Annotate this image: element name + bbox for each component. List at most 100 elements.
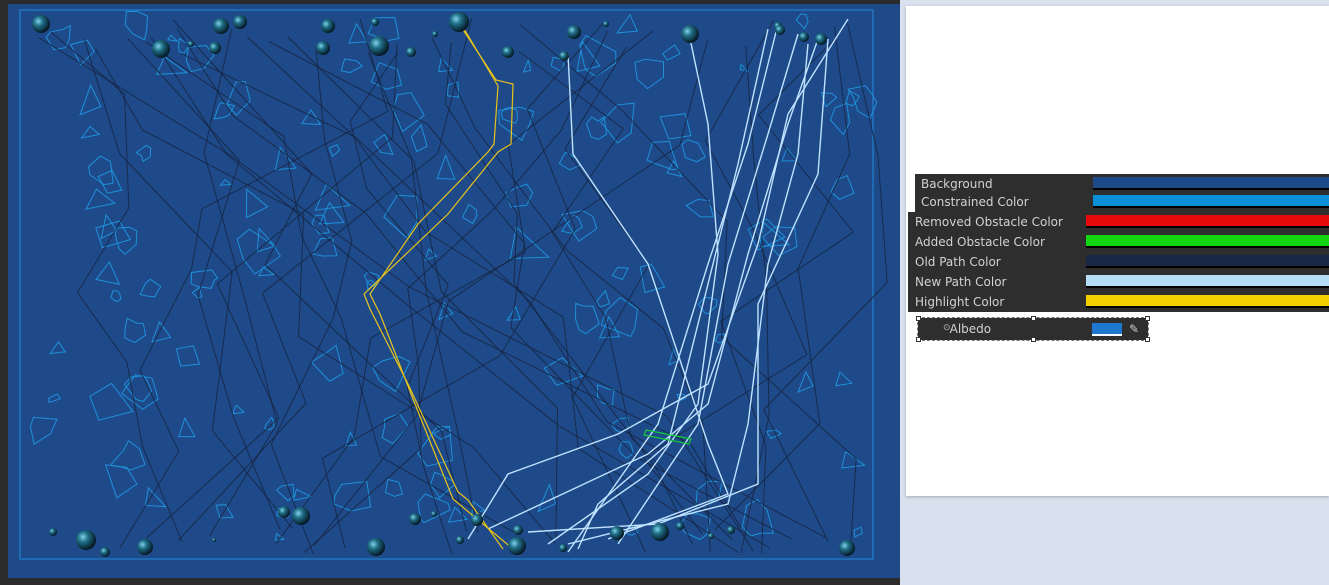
obstacle-polygon bbox=[668, 348, 679, 366]
obstacle-polygon bbox=[151, 320, 172, 343]
waypoint-sphere bbox=[449, 12, 469, 32]
obstacle-polygon bbox=[114, 226, 138, 255]
waypoint-sphere bbox=[233, 15, 247, 29]
removed-obstacle-color-row[interactable]: Removed Obstacle Color bbox=[908, 212, 1329, 232]
new-path-line bbox=[547, 28, 719, 545]
waypoint-sphere bbox=[775, 25, 785, 35]
obstacle-polygon bbox=[178, 37, 190, 55]
obstacle-polygon bbox=[80, 125, 101, 139]
old-path-line bbox=[178, 17, 473, 541]
old-path-line bbox=[740, 45, 770, 554]
waypoint-sphere bbox=[209, 42, 221, 54]
obstacle-polygon bbox=[167, 34, 179, 42]
old-path-line bbox=[127, 38, 281, 530]
obstacle-polygon bbox=[110, 290, 122, 303]
eyedropper-icon[interactable]: ✎ bbox=[1128, 322, 1140, 336]
new-path-line bbox=[527, 38, 829, 533]
obstacle-polygon bbox=[436, 153, 456, 180]
obstacle-polygon bbox=[373, 133, 394, 156]
obstacle-polygon bbox=[853, 526, 863, 538]
albedo-row[interactable]: ⊙ Albedo ✎ bbox=[916, 316, 1150, 342]
highlight-color-row[interactable]: Highlight Color bbox=[908, 292, 1329, 312]
resize-handle[interactable] bbox=[1031, 337, 1036, 342]
waypoint-sphere bbox=[212, 538, 216, 542]
resize-handle[interactable] bbox=[916, 337, 921, 342]
highlight-color-swatch[interactable] bbox=[1086, 295, 1329, 308]
waypoint-sphere bbox=[839, 540, 855, 556]
waypoint-sphere bbox=[559, 51, 569, 61]
highlight-path-line bbox=[363, 21, 514, 550]
waypoint-sphere bbox=[100, 547, 110, 557]
obstacle-polygon bbox=[328, 144, 341, 158]
resize-handle[interactable] bbox=[1031, 316, 1036, 321]
new-path-color-row[interactable]: New Path Color bbox=[908, 272, 1329, 292]
constrained-color-row[interactable]: Constrained Color bbox=[915, 192, 1329, 212]
resize-handle[interactable] bbox=[1145, 316, 1150, 321]
obstacle-polygon bbox=[95, 220, 132, 249]
waypoint-sphere bbox=[815, 33, 827, 45]
old-path-color-row[interactable]: Old Path Color bbox=[908, 252, 1329, 272]
resize-handle[interactable] bbox=[1145, 337, 1150, 342]
obstacle-polygon bbox=[144, 486, 167, 508]
removed-obstacle-color-swatch[interactable] bbox=[1086, 215, 1329, 228]
obstacle-polygon bbox=[431, 425, 452, 440]
obstacle-polygon bbox=[264, 416, 275, 431]
resize-handle[interactable] bbox=[916, 316, 921, 321]
waypoint-sphere bbox=[559, 544, 567, 552]
highlight-path bbox=[363, 21, 514, 550]
path-scene-canvas[interactable] bbox=[8, 4, 900, 578]
obstacle-polygon bbox=[89, 382, 134, 421]
obstacle-polygon bbox=[461, 203, 478, 225]
obstacle-polygon bbox=[634, 58, 664, 90]
old-path-line bbox=[268, 41, 793, 540]
obstacle-polygon bbox=[576, 40, 601, 73]
old-path-color-swatch[interactable] bbox=[1086, 255, 1329, 268]
new-path-color-swatch[interactable] bbox=[1086, 275, 1329, 288]
obstacle-polygon bbox=[219, 178, 232, 186]
albedo-color-swatch[interactable] bbox=[1092, 323, 1122, 336]
old-path-line bbox=[321, 23, 604, 549]
obstacle-polygon bbox=[392, 91, 425, 133]
obstacle-polygon bbox=[561, 210, 598, 242]
added-obstacle bbox=[643, 429, 692, 445]
waypoint-sphere bbox=[321, 19, 335, 33]
obstacle-polygon bbox=[29, 416, 58, 446]
waypoint-sphere bbox=[76, 530, 96, 550]
new-path-line bbox=[577, 28, 769, 550]
old-path-line bbox=[270, 46, 353, 555]
obstacle-polygon bbox=[385, 478, 404, 497]
obstacle-polygon bbox=[245, 188, 269, 219]
obstacle-polygon bbox=[124, 317, 147, 344]
obstacle-polygon bbox=[311, 214, 330, 235]
old-path-line bbox=[39, 37, 771, 549]
added-obstacle-color-swatch[interactable] bbox=[1086, 235, 1329, 248]
background-color-label: Background bbox=[921, 177, 993, 191]
background-color-row[interactable]: Background bbox=[915, 174, 1329, 192]
obstacle-polygon bbox=[370, 62, 403, 90]
obstacle-polygon bbox=[765, 429, 783, 440]
old-path-line bbox=[275, 30, 654, 544]
obstacle-polygon bbox=[213, 102, 235, 120]
old-path-line bbox=[287, 36, 559, 540]
obstacle-polygon bbox=[109, 439, 146, 471]
waypoint-sphere bbox=[502, 46, 514, 58]
obstacle-polygon bbox=[79, 84, 102, 116]
waypoint-sphere bbox=[727, 526, 735, 534]
obstacle-polygon bbox=[49, 340, 67, 355]
obstacle-polygon bbox=[191, 286, 203, 299]
waypoint-sphere bbox=[278, 506, 290, 518]
old-path-line bbox=[349, 52, 453, 554]
obstacle-polygon bbox=[310, 344, 344, 382]
waypoint-sphere bbox=[513, 525, 523, 535]
obstacle-polygon bbox=[829, 102, 851, 136]
background-color-swatch[interactable] bbox=[1093, 177, 1329, 190]
scene-view[interactable] bbox=[0, 0, 900, 585]
waypoint-sphere bbox=[508, 537, 526, 555]
waypoint-sphere bbox=[137, 539, 153, 555]
waypoint-sphere bbox=[292, 507, 310, 525]
added-obstacle-color-row[interactable]: Added Obstacle Color bbox=[908, 232, 1329, 252]
waypoint-sphere bbox=[651, 523, 669, 541]
constrained-color-swatch[interactable] bbox=[1093, 195, 1329, 208]
obstacle-polygon bbox=[292, 488, 313, 502]
obstacle-polygon bbox=[714, 333, 726, 344]
